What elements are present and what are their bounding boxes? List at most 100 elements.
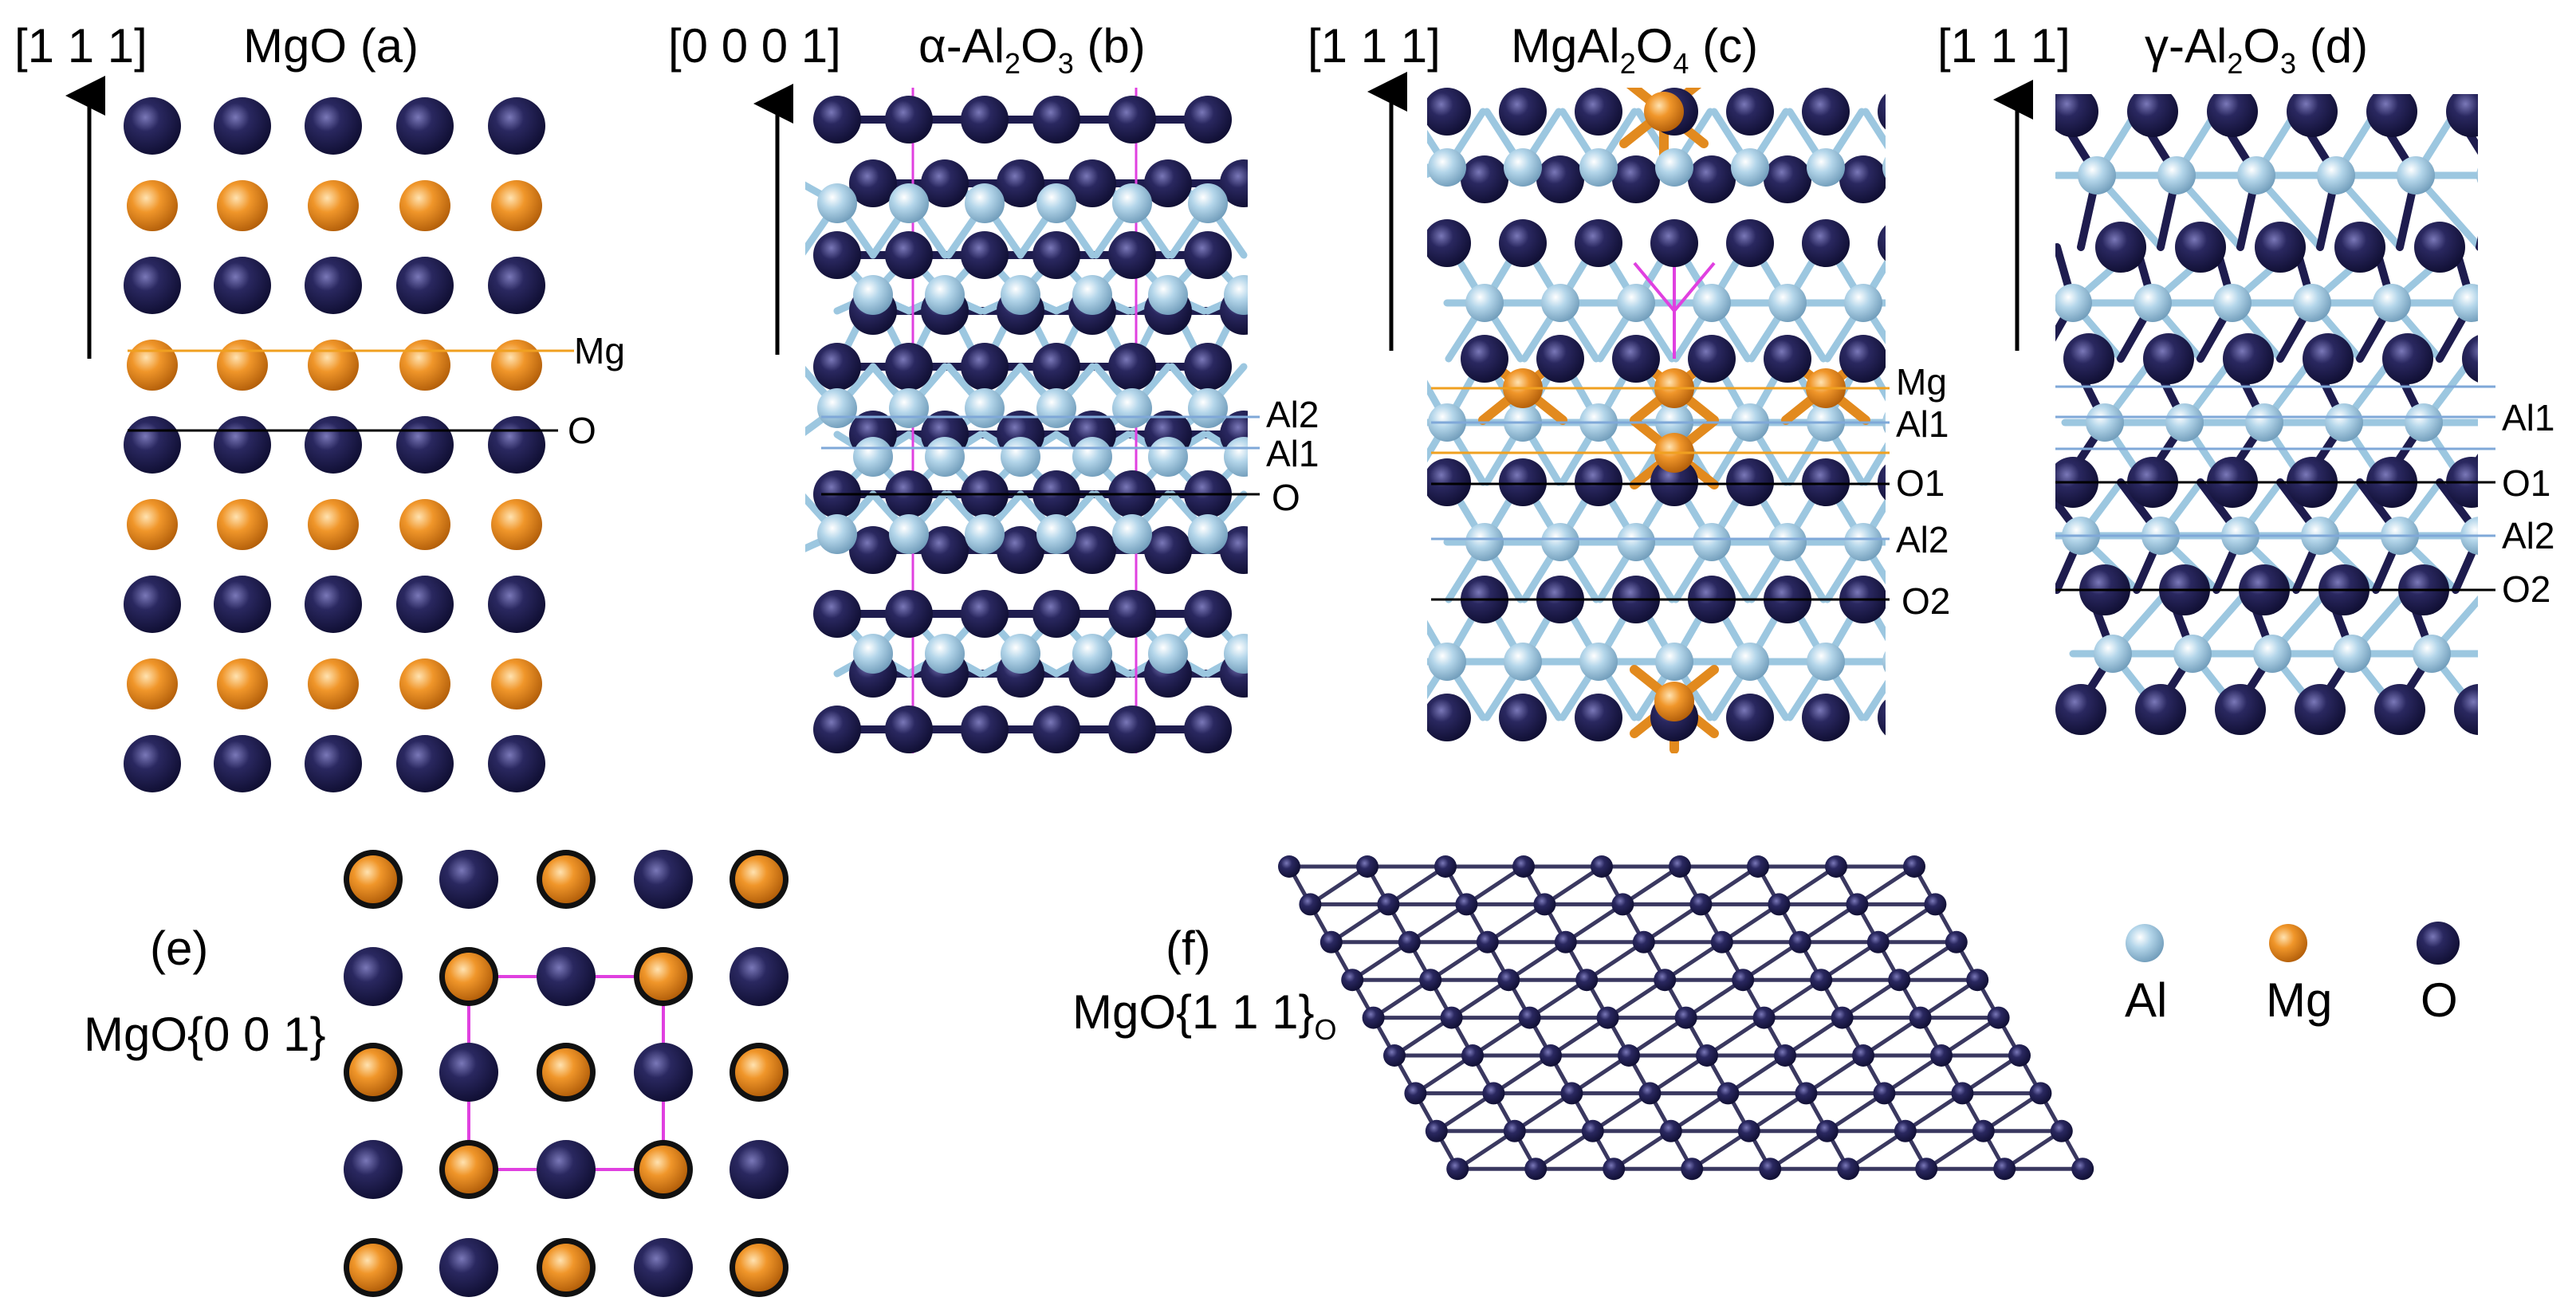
al-o-bond	[2468, 293, 2478, 307]
o-atom	[1427, 694, 1471, 741]
al-atom	[2237, 156, 2275, 195]
lattice-bond	[1768, 1129, 1830, 1171]
panel-f-label: MgO{1 1 1}O	[1072, 985, 1337, 1046]
panel-a-layer-o: O	[568, 410, 596, 451]
mg-atom	[542, 1048, 590, 1096]
al-atom	[2293, 284, 2331, 322]
mg-atom	[445, 1146, 493, 1193]
al-o-bond	[1240, 285, 1248, 299]
o-atom	[1575, 694, 1622, 741]
o-atom	[305, 576, 362, 633]
al-o-bond	[1903, 303, 1939, 359]
mg-atom	[349, 1048, 397, 1096]
lattice-bond	[1485, 902, 1547, 945]
o-atom	[439, 850, 498, 909]
o-atom	[1108, 343, 1156, 391]
o-atom	[488, 416, 545, 474]
o-atom	[1915, 1158, 1938, 1181]
mg-atom	[1654, 682, 1694, 721]
o-atom	[305, 257, 362, 314]
o-atom	[1768, 893, 1791, 916]
al-atom	[1224, 634, 1248, 674]
al-atom	[1655, 148, 1693, 187]
legend-label-mg: Mg	[2266, 973, 2332, 1027]
mg-atom	[445, 953, 493, 1000]
o-atom	[1878, 699, 1886, 736]
o-atom	[1987, 1006, 2010, 1029]
o-atom	[1032, 706, 1080, 753]
o-atom	[2008, 1044, 2031, 1067]
al-atom	[1693, 284, 1731, 322]
lattice-bond	[1533, 1129, 1595, 1171]
panel-a-layer-mg: Mg	[574, 330, 625, 371]
al-atom	[2213, 284, 2252, 322]
al-atom	[1844, 523, 1882, 561]
o-atom	[1425, 1119, 1448, 1142]
al-atom	[2452, 284, 2478, 322]
o-atom	[634, 850, 693, 909]
panel-a-title: MgO (a)	[243, 19, 419, 73]
al-atom	[2134, 284, 2172, 322]
al-atom	[1882, 651, 1886, 673]
o-atom	[885, 96, 933, 143]
mg-atom	[491, 658, 542, 710]
al-atom	[1428, 148, 1466, 187]
al-atom	[1844, 284, 1882, 322]
o-atom	[730, 947, 789, 1006]
o-atom	[1144, 159, 1192, 207]
lattice-bond	[1428, 940, 1490, 982]
o-atom	[214, 257, 271, 314]
al-atom	[2253, 635, 2291, 673]
o-atom	[1878, 93, 1886, 130]
al-o-bond	[1903, 243, 1939, 303]
al-atom	[1655, 643, 1693, 681]
o-atom	[1184, 343, 1232, 391]
o-atom	[2143, 333, 2194, 384]
lattice-bond	[1329, 902, 1390, 945]
o-atom	[1696, 1044, 1718, 1067]
o-atom	[537, 947, 596, 1006]
lattice-bond	[1747, 1091, 1808, 1134]
lattice-bond	[1684, 977, 1745, 1020]
o-atom	[305, 735, 362, 792]
mg-atom	[542, 1244, 590, 1291]
al-o-bond	[2495, 175, 2559, 247]
o-atom	[1764, 335, 1811, 383]
al-atom	[1807, 643, 1845, 681]
al-o-bond	[2495, 112, 2535, 175]
o-atom	[1184, 96, 1232, 143]
o-atom	[396, 257, 454, 314]
lattice-bond	[1669, 1091, 1730, 1134]
panel-d-layer-al2: Al2	[2502, 515, 2554, 556]
o-atom	[1972, 1119, 1995, 1142]
lattice-bond	[1698, 864, 1760, 906]
al-o-bond	[1902, 167, 1937, 179]
panel-c-title: MgAl2O4 (c)	[1511, 19, 1758, 80]
o-atom	[1659, 1119, 1682, 1142]
o-atom	[2334, 222, 2385, 273]
al-o-bond	[1862, 108, 1886, 150]
o-atom	[488, 735, 545, 792]
al-atom	[2397, 156, 2435, 195]
panel-c-direction: [1 1 1]	[1308, 19, 1441, 73]
o-atom	[396, 416, 454, 474]
o-atom	[2207, 94, 2258, 137]
o-atom	[2303, 333, 2354, 384]
o-atom	[813, 343, 861, 391]
al-atom	[2333, 635, 2371, 673]
o-atom	[214, 97, 271, 155]
o-atom	[1575, 219, 1622, 267]
o-atom	[1632, 930, 1655, 953]
o-atom	[997, 159, 1044, 207]
o-atom	[2135, 684, 2186, 735]
o-atom	[396, 735, 454, 792]
al-atom	[965, 514, 1005, 554]
o-atom	[2063, 333, 2114, 384]
o-atom	[214, 416, 271, 474]
o-atom	[1536, 155, 1584, 203]
al-atom	[1072, 437, 1112, 477]
o-atom	[1455, 893, 1478, 916]
o-atom	[1596, 1006, 1619, 1029]
panel-c-layer-al2: Al2	[1896, 519, 1949, 560]
o-atom	[1068, 159, 1116, 207]
